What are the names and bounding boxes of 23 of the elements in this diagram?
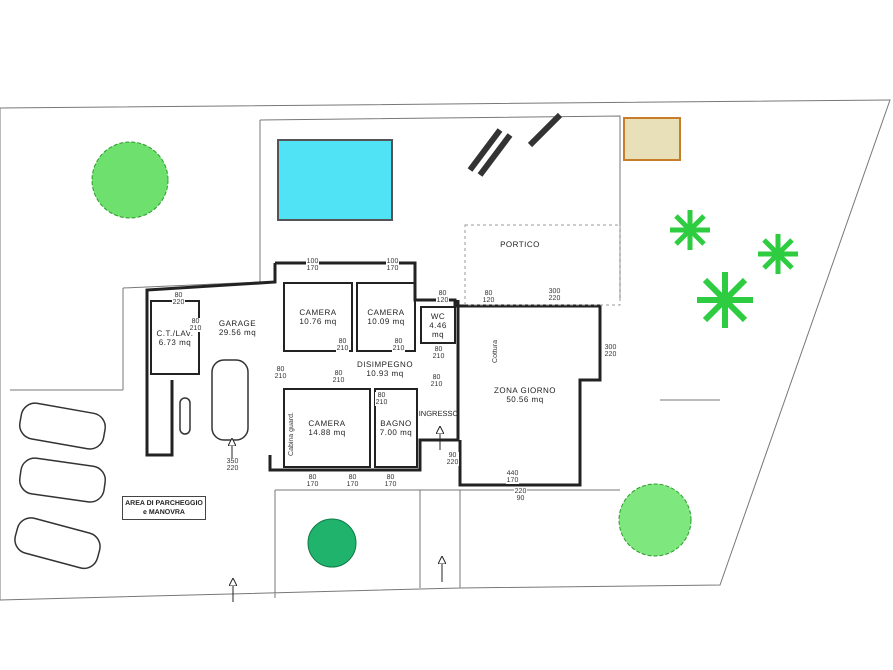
room-area: 6.73 mq <box>158 338 192 346</box>
room-area: 10.93 mq <box>366 369 404 378</box>
room-area: 50.56 mq <box>506 395 544 404</box>
room-name: CAMERA <box>308 419 346 428</box>
room-name: CAMERA <box>299 308 337 317</box>
room-name: ZONA GIORNO <box>494 386 556 395</box>
room-area: 14.88 mq <box>308 428 346 437</box>
room <box>283 282 353 352</box>
room <box>420 306 456 344</box>
room-name: DISIMPEGNO <box>356 360 414 369</box>
room-name: GARAGE <box>218 318 256 328</box>
room-area: 4.46 mq <box>422 320 454 338</box>
room-name: CAMERA <box>367 308 405 317</box>
room-area: 10.76 mq <box>299 317 337 326</box>
room-name: PORTICO <box>500 240 540 248</box>
room-area: 7.00 mq <box>380 428 412 437</box>
room <box>374 388 418 468</box>
room-area: 10.09 mq <box>367 317 405 326</box>
room-name: BAGNO <box>380 419 412 428</box>
room-name: WC <box>430 312 446 320</box>
room-area: 29.56 mq <box>218 328 256 336</box>
room <box>283 388 371 468</box>
room <box>356 282 416 352</box>
